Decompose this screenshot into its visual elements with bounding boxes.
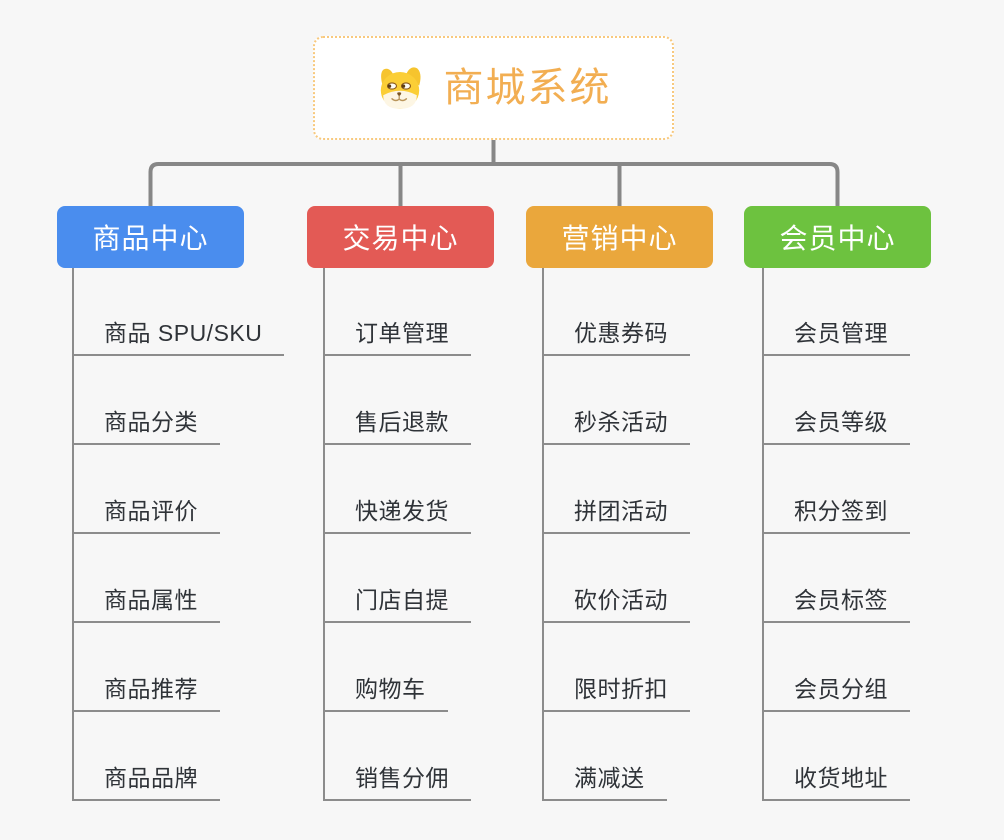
branch-label: 会员中心 <box>779 223 896 254</box>
branch-label: 营销中心 <box>561 223 678 254</box>
leaf-node[interactable]: 售后退款 <box>323 406 471 445</box>
root-label: 商城系统 <box>443 66 612 110</box>
leaf-node[interactable]: 订单管理 <box>323 317 471 356</box>
leaf-node[interactable]: 拼团活动 <box>542 495 690 534</box>
leaf-node[interactable]: 商品 SPU/SKU <box>72 317 285 356</box>
leaf-node[interactable]: 会员管理 <box>762 317 910 356</box>
branch-label: 商品中心 <box>92 223 209 254</box>
leaf-node[interactable]: 商品属性 <box>72 584 220 623</box>
leaf-node[interactable]: 商品推荐 <box>72 673 220 712</box>
leaf-node[interactable]: 积分签到 <box>762 495 910 534</box>
connector-bus-line <box>148 162 840 206</box>
doge-dog-face-icon <box>380 67 421 109</box>
leaf-node[interactable]: 秒杀活动 <box>542 406 690 445</box>
leaf-node[interactable]: 会员标签 <box>762 584 910 623</box>
leaf-node[interactable]: 会员等级 <box>762 406 910 445</box>
branch-spine <box>323 268 325 801</box>
leaf-node[interactable]: 商品分类 <box>72 406 220 445</box>
root-node[interactable]: 商城系统 <box>313 36 674 140</box>
leaf-node[interactable]: 满减送 <box>542 762 667 801</box>
leaf-node[interactable]: 会员分组 <box>762 673 910 712</box>
leaf-node[interactable]: 优惠券码 <box>542 317 690 356</box>
branch-node-marketing-center[interactable]: 营销中心 <box>526 206 713 268</box>
branch-node-member-center[interactable]: 会员中心 <box>744 206 931 268</box>
branch-spine <box>72 268 74 801</box>
branch-label: 交易中心 <box>342 223 459 254</box>
leaf-node[interactable]: 购物车 <box>323 673 448 712</box>
branch-node-product-center[interactable]: 商品中心 <box>57 206 244 268</box>
leaf-node[interactable]: 收货地址 <box>762 762 910 801</box>
branch-node-trade-center[interactable]: 交易中心 <box>307 206 494 268</box>
leaf-node[interactable]: 门店自提 <box>323 584 471 623</box>
branch-spine <box>542 268 544 801</box>
leaf-node[interactable]: 砍价活动 <box>542 584 690 623</box>
leaf-node[interactable]: 销售分佣 <box>323 762 471 801</box>
leaf-node[interactable]: 限时折扣 <box>542 673 690 712</box>
leaf-node[interactable]: 商品品牌 <box>72 762 220 801</box>
leaf-node[interactable]: 快递发货 <box>323 495 471 534</box>
branch-spine <box>762 268 764 801</box>
leaf-node[interactable]: 商品评价 <box>72 495 220 534</box>
